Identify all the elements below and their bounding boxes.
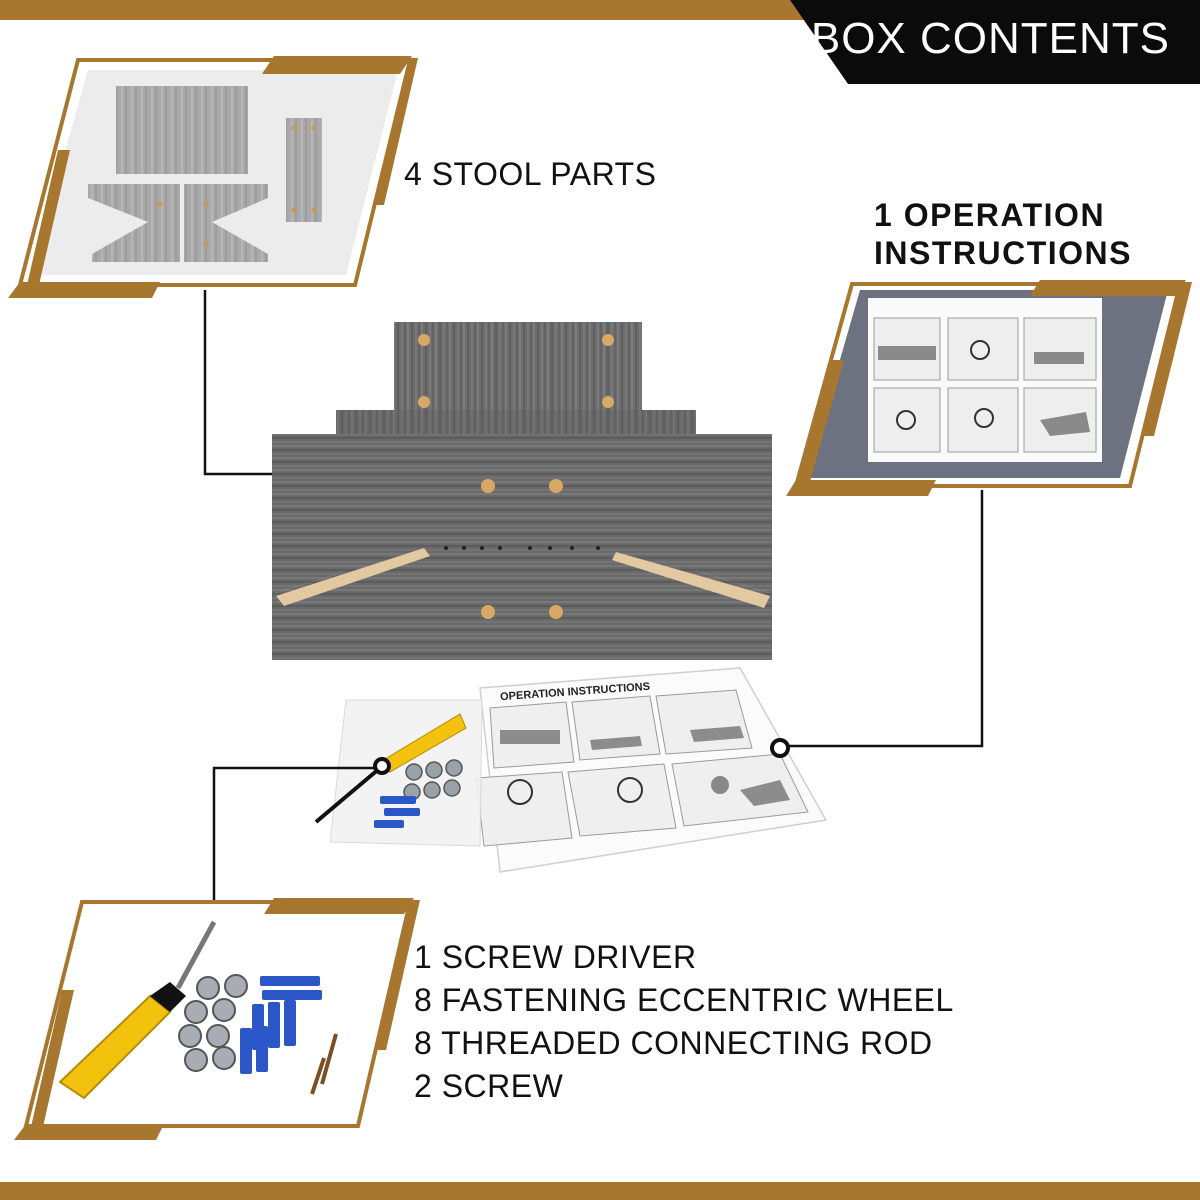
hardware-frame (14, 898, 420, 1140)
hardware-bag (314, 699, 483, 847)
hardware-item-screwdriver: 1 SCREW DRIVER (414, 939, 697, 975)
assembled-stool (272, 322, 772, 660)
box-contents-title: BOX CONTENTS (810, 14, 1170, 63)
hardware-list: 1 SCREW DRIVER 8 FASTENING ECCENTRIC WHE… (414, 936, 954, 1108)
instructions-label-line1: 1 OPERATION (874, 197, 1106, 233)
stool-parts-label: 4 STOOL PARTS (404, 156, 657, 192)
instruction-sheet (475, 667, 828, 873)
instructions-label-line2: INSTRUCTIONS (874, 235, 1132, 271)
instructions-frame (786, 280, 1192, 496)
stool-parts-frame (8, 56, 418, 298)
bottom-gold-band (0, 1182, 1200, 1200)
title-ribbon: BOX CONTENTS (0, 0, 1200, 90)
top-gold-band (0, 0, 820, 20)
instructions-label: 1 OPERATION INSTRUCTIONS (874, 196, 1132, 272)
hardware-item-screw: 2 SCREW (414, 1068, 564, 1104)
hardware-item-eccentric-wheel: 8 FASTENING ECCENTRIC WHEEL (414, 982, 954, 1018)
hardware-item-connecting-rod: 8 THREADED CONNECTING ROD (414, 1025, 933, 1061)
